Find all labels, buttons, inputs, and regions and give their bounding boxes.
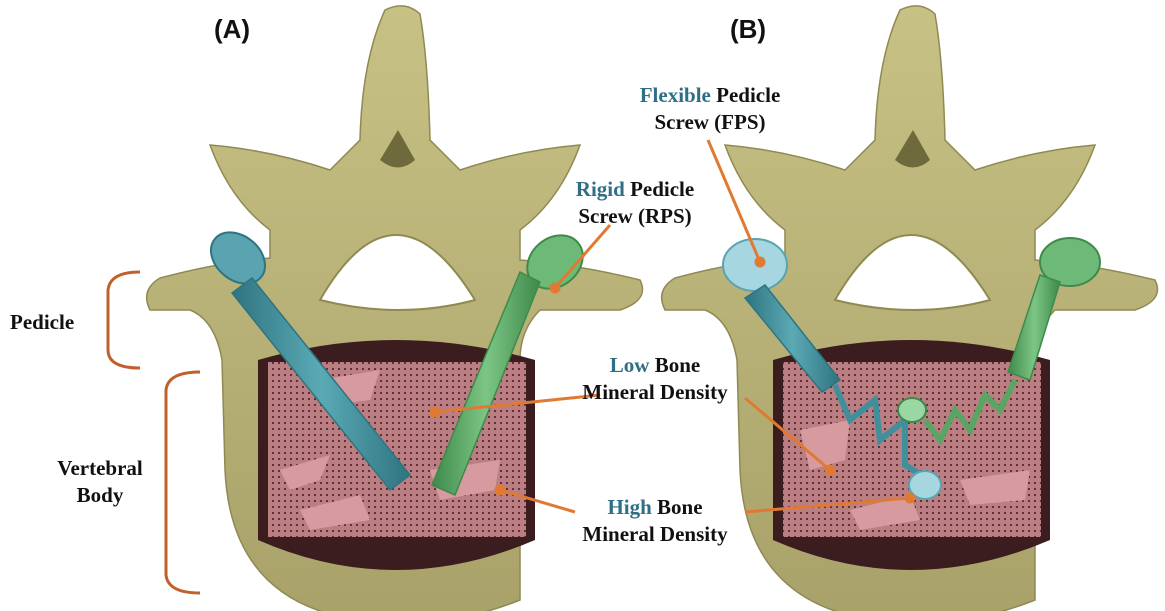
pedicle-bracket	[108, 272, 140, 368]
fps-label: Flexible Pedicle Screw (FPS)	[620, 82, 800, 136]
high-bmd-label: High Bone Mineral Density	[565, 494, 745, 548]
vertebral-body-line2: Body	[50, 482, 150, 509]
low-line2: Mineral Density	[565, 379, 745, 406]
low-highlight: Low	[610, 353, 650, 377]
low-bmd-label: Low Bone Mineral Density	[565, 352, 745, 406]
low-rest: Bone	[649, 353, 700, 377]
fps-line2: Screw (FPS)	[620, 109, 800, 136]
vertebral-body-line1: Vertebral	[50, 455, 150, 482]
high-highlight: High	[607, 495, 651, 519]
pedicle-label: Pedicle	[10, 309, 74, 336]
vertebral-body-bracket	[166, 372, 200, 593]
vertebral-body-label: Vertebral Body	[50, 455, 150, 509]
fps-highlight: Flexible	[640, 83, 711, 107]
high-rest: Bone	[652, 495, 703, 519]
rps-line2: Screw (RPS)	[560, 203, 710, 230]
rps-rest: Pedicle	[625, 177, 694, 201]
rps-highlight: Rigid	[576, 177, 625, 201]
panel-label-a: (A)	[214, 14, 250, 45]
fps-rest: Pedicle	[711, 83, 780, 107]
rps-label: Rigid Pedicle Screw (RPS)	[560, 176, 710, 230]
panel-label-b: (B)	[730, 14, 766, 45]
high-line2: Mineral Density	[565, 521, 745, 548]
